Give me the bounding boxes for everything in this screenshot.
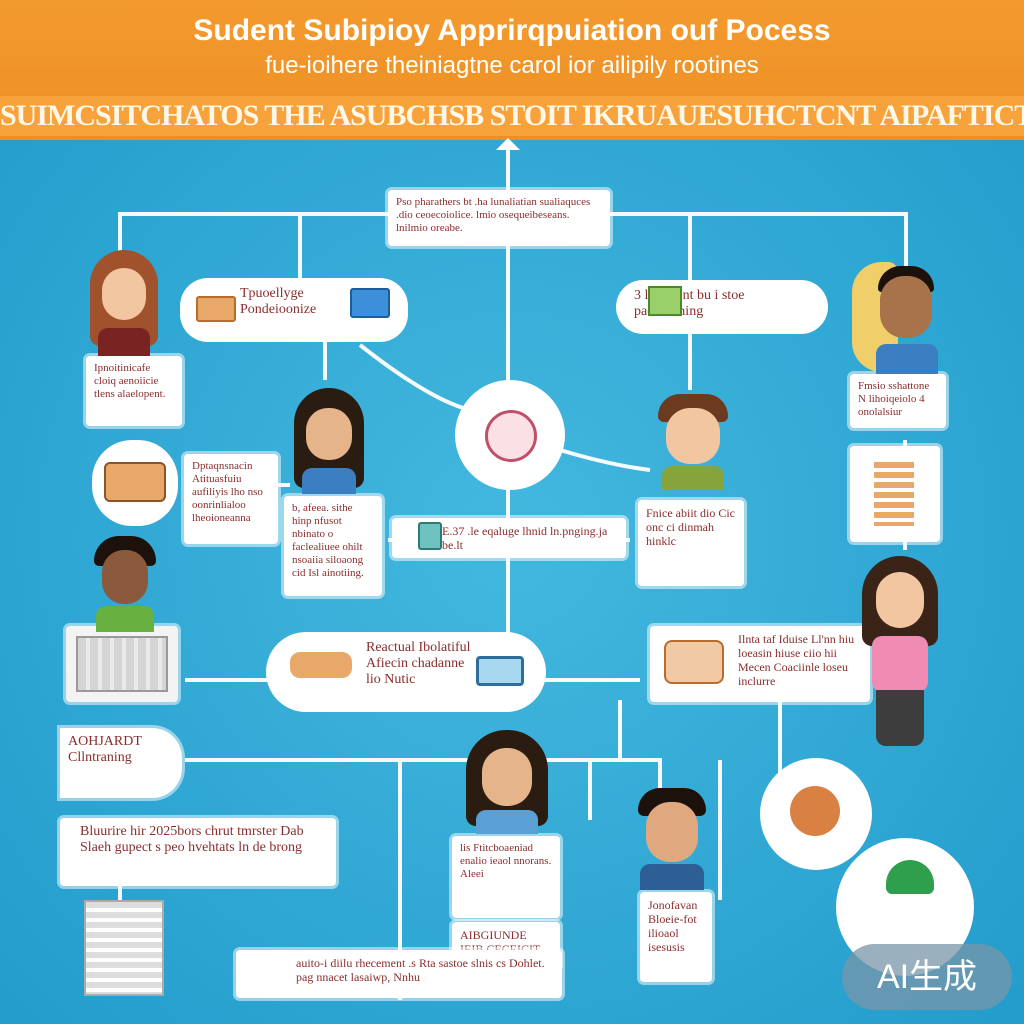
center-pill-text: Reactual Ibolatiful Afiecin chadanne lio… <box>366 640 471 687</box>
top-center-note: Pso pharathers bt .ha lunaliatian sualia… <box>388 190 610 246</box>
right-mid-note: Ilnta taf Iduise Ll'nn hiu loeasin hiuse… <box>650 626 870 702</box>
center-note: b, afeea. sithe hinp nfusot nbinato o fa… <box>284 496 382 596</box>
bottom-left-note-text: Bluurire hir 2025bors chrut tmrster Dab … <box>80 824 304 855</box>
bottom-center-card: lis Ftitcboaeniad enalio ieaol nnorans. … <box>452 836 560 918</box>
avatar-boy-glasses <box>654 394 734 490</box>
printer-icon <box>84 900 164 996</box>
right-mid-note-text: Ilnta taf Iduise Ll'nn hiu loeasin hiuse… <box>738 632 855 688</box>
briefcase-icon <box>104 462 166 502</box>
chart-icon <box>648 286 682 316</box>
header-bar: Sudent Subipioy Apprirqpuiation ouf Poce… <box>0 0 1024 140</box>
avatar-boy-top-right <box>852 258 942 376</box>
left-note-2: Dptaqnsnacin Atituasfuiu aufiliyis lho n… <box>184 454 278 544</box>
left-mid-note: AOHJARDT Cllntraning <box>60 728 182 798</box>
folder-icon <box>196 296 236 322</box>
mid-bar-note-text: E.37 .le eqaluge lhnid ln.pnging.ja be.l… <box>442 524 608 552</box>
top-center-note-text: Pso pharathers bt .ha lunaliatian sualia… <box>396 196 591 234</box>
bottom-right-card-text: Jonofavan Bloeie-fot ilioaol isesusis <box>648 898 698 954</box>
bottom-bar-note-text: auito-i diilu rhecement .s Rta sastoe sl… <box>296 956 545 984</box>
ai-generated-badge: AI生成 <box>842 944 1012 1010</box>
bottom-right-card: Jonofavan Bloeie-fot ilioaol isesusis <box>640 892 712 982</box>
avatar-boy-left <box>90 536 160 632</box>
header-banner: SUIMCSITCHATOS THE ASUBCHSB STOIT IKRUAU… <box>0 96 1024 136</box>
avatar-girl-top-left <box>86 250 162 356</box>
avatar-boy-bottom <box>632 788 712 890</box>
monitor-icon <box>76 636 168 692</box>
right-note-1-text: Fmsio sshattone N lihoiqeiolo 4 onolalsi… <box>858 380 930 418</box>
bottom-bar-note: auito-i diilu rhecement .s Rta sastoe sl… <box>236 950 562 998</box>
left-note-1-text: Ipnoitinicafe cloiq aenoiicie tlens alae… <box>94 362 166 400</box>
page-title: Sudent Subipioy Apprirqpuiation ouf Poce… <box>193 14 831 47</box>
person-hat-icon <box>886 860 934 894</box>
bottom-left-note: Bluurire hir 2025bors chrut tmrster Dab … <box>60 818 336 886</box>
shelf-icon <box>874 462 914 526</box>
avatar-girl-bottom-center <box>464 730 550 834</box>
right-note-1: Fmsio sshattone N lihoiqeiolo 4 onolalsi… <box>850 374 946 428</box>
left-mid-note-text: AOHJARDT Cllntraning <box>68 734 142 765</box>
top-left-pill-text: Tpuoellyge Pondeioonize <box>240 286 317 317</box>
document-icon <box>418 522 442 550</box>
hand-icon <box>290 652 352 678</box>
bottom-center-card-text: lis Ftitcboaeniad enalio ieaol nnorans. … <box>460 842 552 880</box>
right-note-2-text: Fnice abiit dio Cic onc ci dinmah hinklc <box>646 506 735 548</box>
left-note-1: Ipnoitinicafe cloiq aenoiicie tlens alae… <box>86 356 182 426</box>
flower-icon <box>485 410 537 462</box>
avatar-girl-glasses <box>292 388 366 494</box>
guitar-icon <box>790 786 840 836</box>
page-subtitle: fue-ioihere theiniagtne carol ior ailipi… <box>265 52 759 79</box>
avatar-girl-right <box>858 556 942 746</box>
center-note-text: b, afeea. sithe hinp nfusot nbinato o fa… <box>292 502 364 579</box>
people-icon <box>664 640 724 684</box>
left-note-2-text: Dptaqnsnacin Atituasfuiu aufiliyis lho n… <box>192 460 263 524</box>
tablet-icon <box>476 656 524 686</box>
right-note-2: Fnice abiit dio Cic onc ci dinmah hinklc <box>638 500 744 586</box>
laptop-icon <box>350 288 390 318</box>
